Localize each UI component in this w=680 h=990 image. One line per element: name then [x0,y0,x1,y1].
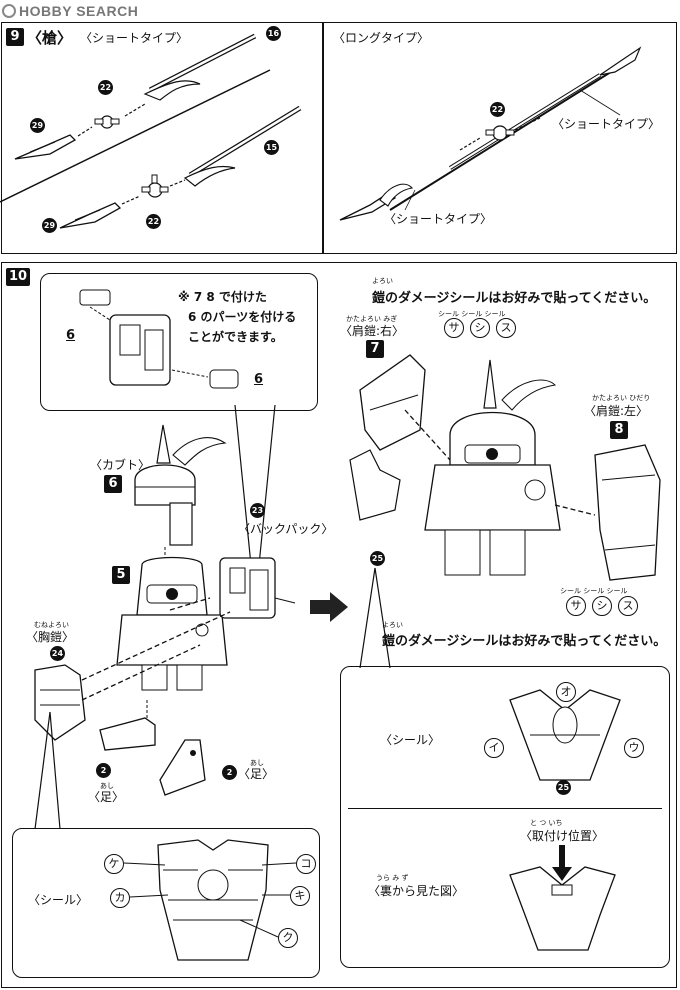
chest-seal-ku: ク [278,928,298,948]
step10-panel [1,262,677,988]
katayoroi-right-label: 〈肩鎧:右〉 [340,324,405,338]
part-29-marker-b: 29 [42,218,57,233]
backpack-number: 23 [250,503,265,518]
note-line-1: ※ 7 8 で付けた [178,290,267,304]
helmet-seal-number: 25 [556,780,571,795]
katayoroi-right-ruby: かたよろい みぎ [346,315,398,323]
step9-title: 〈槍〉 [27,29,73,47]
seal-header-b: シール シール シール [560,587,628,595]
foot-number-a: 2 [96,763,111,778]
note-line-2: 6 のパーツを付ける [188,310,297,324]
assembly-guides [81,597,231,701]
right-seal-divider [348,808,662,809]
foot-number-b: 2 [222,765,237,780]
helmet-seal-i: イ [484,738,504,758]
seal-a-su: ス [496,318,516,338]
damage-note-bottom: 鎧のダメージシールはお好みで貼ってください。 [382,634,667,649]
katayoroi-left-label: 〈肩鎧:左〉 [584,404,649,418]
chest-seal-label: 〈シール〉 [28,893,89,907]
long-spear-short-type-b: 〈ショートタイプ〉 [384,212,493,226]
chest-seal-leaders [123,862,297,938]
attach-pos-label: 〈取付け位置〉 [520,829,605,843]
chest-seal-art [157,839,269,961]
body-number: 5 [112,566,130,584]
backpack-detail-art [79,289,239,389]
part6-label-a: 6 [66,328,76,343]
helmet-art [134,424,227,560]
part-22-marker-c: 22 [490,102,505,117]
foot-right-art [159,739,206,796]
chest-seal-ko: コ [296,854,316,874]
foot-label-b: 〈足〉 [238,767,275,781]
foot-ruby-b: あし [250,759,264,767]
yoroi-ruby-bottom: よろい [382,621,403,629]
attach-pos-ruby: と つ いち [530,819,563,827]
helmet-seal-o: オ [556,682,576,702]
seal-b-su: ス [618,596,638,616]
foot-ruby-a: あし [100,782,114,790]
back-view-ruby: うら み ず [376,874,409,882]
logo-text: HOBBY SEARCH [19,3,139,19]
assembled-figure-art [349,354,661,581]
step9-number: 9 [6,28,24,46]
seal-b-sa: サ [566,596,586,616]
munayoroi-number: 24 [50,646,65,661]
part-22-marker-a: 22 [98,80,113,95]
back-view-label: 〈裏から見た図〉 [368,884,465,898]
step9-divider [322,22,324,254]
katayoroi-left-ruby: かたよろい ひだり [592,394,651,402]
helmet-seal-art [509,689,621,781]
right-seal-pointer [359,567,391,669]
part-16-marker: 16 [266,26,281,41]
chest-seal-ki: キ [290,886,310,906]
foot-label-a: 〈足〉 [88,790,125,804]
chest-armor-art [34,664,86,741]
katayoroi-right-number: 7 [366,340,384,358]
note-line-3: ことができます。 [188,330,283,344]
seal-a-sa: サ [444,318,464,338]
munayoroi-label: 〈胸鎧〉 [26,630,75,644]
part-29-marker-a: 29 [30,118,45,133]
step9-short-type-label: 〈ショートタイプ〉 [80,31,189,45]
hobby-search-logo: HOBBY SEARCH [2,2,138,20]
chest-seal-ka: カ [110,888,130,908]
kabuto-number: 6 [104,475,122,493]
step9-long-type-label: 〈ロングタイプ〉 [333,31,430,45]
backpack-art [219,557,296,619]
munayoroi-ruby: むねよろい [34,621,69,629]
step10-number: 10 [6,268,30,286]
damage-note-top: 鎧のダメージシールはお好みで貼ってください。 [372,291,657,306]
yoroi-ruby-top: よろい [372,277,393,285]
step9-panel [1,22,677,254]
body-art [116,556,228,691]
foot-left-art [99,700,156,751]
right-seal-box [340,666,670,968]
chest-seal-box [12,828,320,978]
back-view-art [509,845,616,951]
part-15-marker: 15 [264,140,279,155]
helmet-seal-u: ウ [624,738,644,758]
kabuto-label: 〈カブト〉 [90,458,151,472]
seal-a-shi: シ [470,318,490,338]
short-spear-lower [59,105,302,229]
part-25-marker: 25 [370,551,385,566]
long-spear [339,46,642,221]
short-spear-upper [14,33,257,160]
helmet-seal-label: 〈シール〉 [380,733,441,747]
seal-b-shi: シ [592,596,612,616]
seal-header-a: シール シール シール [438,310,506,318]
katayoroi-left-number: 8 [610,421,628,439]
part6-label-b: 6 [254,372,264,387]
backpack-label: 〈バックパック〉 [238,522,334,536]
logo-mark-icon [2,4,16,18]
chest-seal-pointer [34,711,61,830]
chest-seal-ke: ケ [104,854,124,874]
part-22-marker-b: 22 [146,214,161,229]
long-spear-short-type-a: 〈ショートタイプ〉 [552,117,661,131]
step9-separator-line [0,69,271,203]
